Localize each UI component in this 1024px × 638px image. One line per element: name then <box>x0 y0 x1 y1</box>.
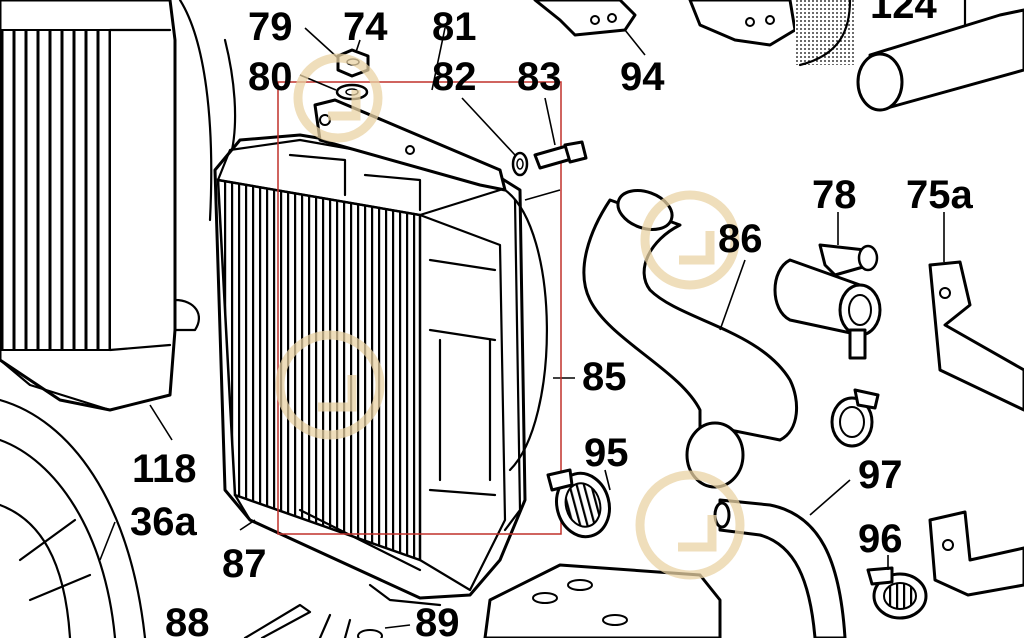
label-88: 88 <box>165 601 210 638</box>
part-labels: 79 74 80 81 82 83 94 124 78 75a 86 85 11… <box>130 0 973 638</box>
label-86: 86 <box>718 217 763 261</box>
label-78: 78 <box>812 173 857 217</box>
bracket-lower-right-drawing <box>928 510 1024 597</box>
label-85: 85 <box>582 355 627 399</box>
label-97: 97 <box>858 453 903 497</box>
label-75a: 75a <box>906 173 973 217</box>
label-95: 95 <box>584 431 629 475</box>
bottom-parts-drawing <box>243 563 722 638</box>
hose-86-drawing <box>582 189 799 489</box>
label-87: 87 <box>222 542 267 586</box>
hose-97-drawing <box>713 479 851 638</box>
label-80: 80 <box>248 55 293 99</box>
thermostat-housing-78-drawing <box>773 212 882 360</box>
hose-clamp-95-drawing <box>546 468 611 539</box>
label-82: 82 <box>432 55 477 99</box>
label-124: 124 <box>870 0 937 27</box>
fan-shroud-36a-drawing <box>0 398 147 638</box>
label-89: 89 <box>415 601 460 638</box>
label-83: 83 <box>517 55 562 99</box>
label-94: 94 <box>620 55 665 99</box>
label-118: 118 <box>132 447 197 491</box>
label-36a: 36a <box>130 500 197 544</box>
bracket-75a-drawing <box>928 212 1024 412</box>
radiator-118-drawing <box>0 0 237 441</box>
highlight-frame <box>277 81 562 535</box>
hose-clamp-drawing <box>830 388 880 448</box>
hose-clamp-96-drawing <box>866 555 928 620</box>
label-74: 74 <box>343 5 388 49</box>
brackets-94-124-drawing <box>533 0 1024 112</box>
radiator-85-drawing <box>213 98 575 607</box>
label-81: 81 <box>432 5 477 49</box>
label-79: 79 <box>248 5 293 49</box>
label-96: 96 <box>858 517 903 561</box>
g-logo-watermark <box>275 53 745 580</box>
